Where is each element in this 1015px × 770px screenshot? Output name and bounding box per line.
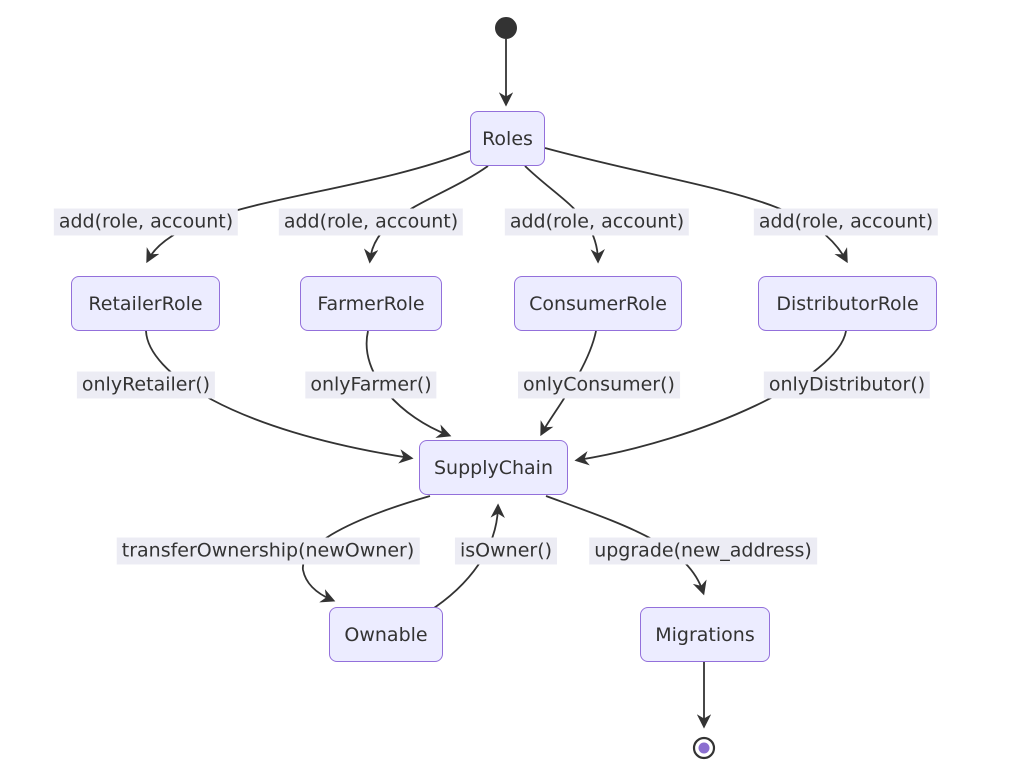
edge-label-add-distributor: add(role, account) bbox=[753, 208, 939, 236]
node-farmer-role: FarmerRole bbox=[300, 276, 442, 331]
edge-supplychain-to-migrations bbox=[545, 495, 707, 596]
edge-label-only-farmer: onlyFarmer() bbox=[305, 371, 437, 399]
edge-label-only-distributor: onlyDistributor() bbox=[763, 371, 931, 399]
edge-label-only-consumer: onlyConsumer() bbox=[518, 371, 680, 399]
node-distributor-role: DistributorRole bbox=[758, 276, 937, 331]
node-retailer-role: RetailerRole bbox=[71, 276, 220, 331]
edge-ownable-to-supplychain bbox=[427, 503, 505, 613]
edge-label-add-retailer: add(role, account) bbox=[53, 208, 239, 236]
edge-retailer-to-supplychain bbox=[145, 330, 414, 464]
start-state-icon bbox=[495, 17, 517, 39]
node-ownable: Ownable bbox=[329, 607, 443, 662]
node-roles: Roles bbox=[470, 111, 545, 166]
node-migrations: Migrations bbox=[640, 607, 770, 662]
edge-label-transfer-ownership: transferOwnership(newOwner) bbox=[116, 537, 420, 565]
edge-label-is-owner: isOwner() bbox=[454, 537, 558, 565]
node-consumer-role: ConsumerRole bbox=[514, 276, 682, 331]
edge-distributor-to-supplychain bbox=[574, 330, 847, 466]
edge-roles-to-farmer bbox=[363, 165, 489, 264]
edge-roles-to-retailer bbox=[146, 150, 471, 264]
edge-label-upgrade: upgrade(new_address) bbox=[589, 537, 817, 565]
edge-label-only-retailer: onlyRetailer() bbox=[76, 371, 216, 399]
edge-roles-to-distributor bbox=[544, 147, 848, 264]
node-supply-chain: SupplyChain bbox=[419, 440, 568, 495]
final-state-inner-icon bbox=[698, 742, 710, 754]
edge-label-add-consumer: add(role, account) bbox=[504, 208, 690, 236]
edge-label-add-farmer: add(role, account) bbox=[278, 208, 464, 236]
